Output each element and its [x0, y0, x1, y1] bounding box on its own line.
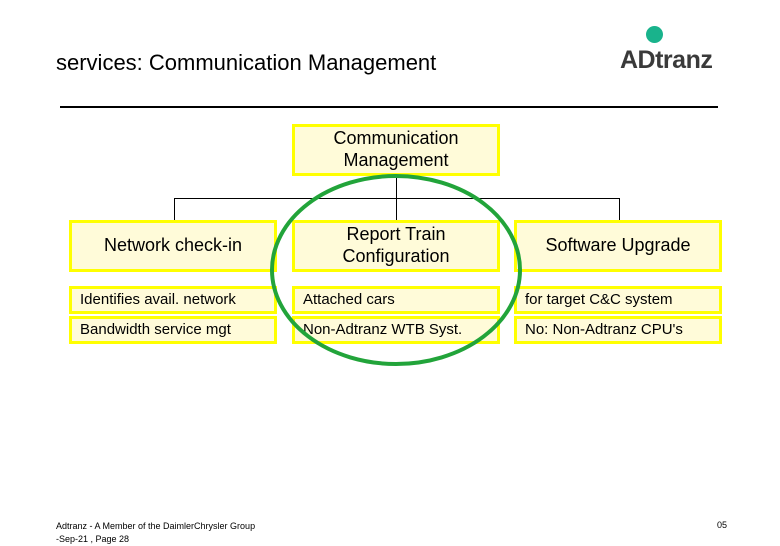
cell-text: Non-Adtranz WTB Syst. [303, 321, 463, 338]
footer-company-line: Adtranz - A Member of the DaimlerChrysle… [56, 521, 256, 531]
company-logo: ADtranz [620, 24, 730, 74]
connector-horizontal [174, 198, 620, 199]
node-report-train-line1: Report Train [346, 224, 446, 245]
connector-root-down [396, 176, 397, 198]
logo-dot-icon [646, 26, 663, 43]
node-software-upgrade-label: Software Upgrade [545, 235, 691, 256]
slide-title: services: Communication Management [56, 50, 437, 75]
cell-attached-cars: Attached cars [292, 286, 500, 314]
cell-text: Bandwidth service mgt [80, 321, 231, 338]
cell-text: No: Non-Adtranz CPU's [525, 321, 683, 338]
footer-left: Adtranz - A Member of the DaimlerChrysle… [56, 520, 255, 546]
cell-identifies-avail-network: Identifies avail. network [69, 286, 277, 314]
connector-right-drop [619, 198, 620, 220]
cell-for-target-cc-system: for target C&C system [514, 286, 722, 314]
cell-text: Identifies avail. network [80, 291, 236, 308]
connector-left-drop [174, 198, 175, 220]
title-divider [60, 106, 718, 108]
cell-text: Attached cars [303, 291, 395, 308]
highlight-ellipse [270, 174, 522, 366]
node-network-check-in-label: Network check-in [103, 235, 243, 256]
cell-bandwidth-service-mgt: Bandwidth service mgt [69, 316, 277, 344]
logo-text: ADtranz [620, 46, 713, 74]
node-network-check-in: Network check-in [69, 220, 277, 272]
root-node-line2: Management [343, 150, 449, 170]
cell-text: for target C&C system [525, 291, 673, 308]
connector-middle-drop [396, 198, 397, 220]
cell-non-adtranz-wtb-syst: Non-Adtranz WTB Syst. [292, 316, 500, 344]
cell-non-adtranz-cpus: No: Non-Adtranz CPU's [514, 316, 722, 344]
root-node-line1: Communication [333, 128, 459, 149]
node-software-upgrade: Software Upgrade [514, 220, 722, 272]
node-report-train-line2: Configuration [342, 246, 450, 266]
footer-date-page: -Sep-21 , Page 28 [56, 534, 130, 544]
node-report-train-configuration: Report Train Configuration [292, 220, 500, 272]
footer-page-number: 05 [717, 520, 728, 530]
